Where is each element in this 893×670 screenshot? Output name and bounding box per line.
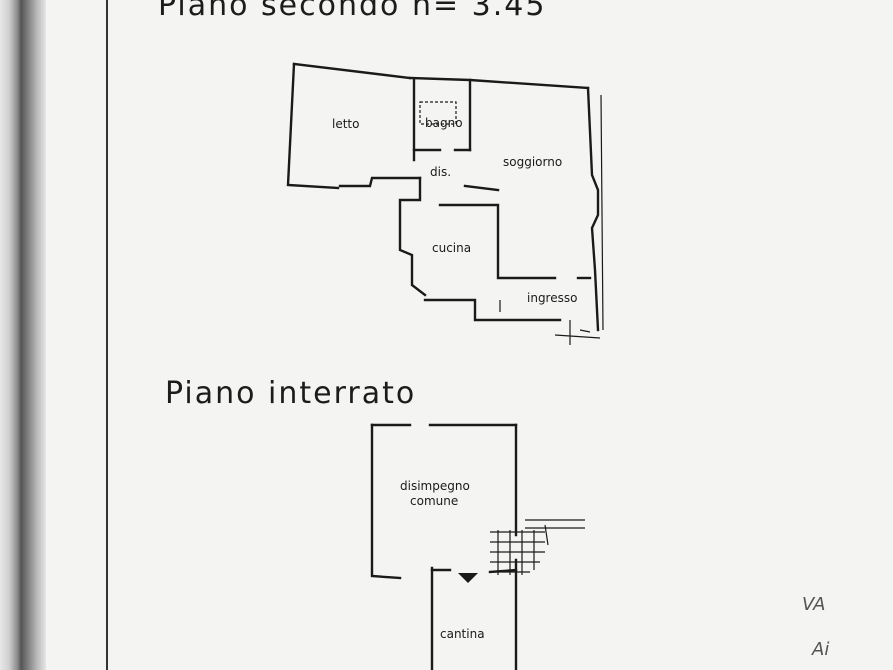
- heading-basement: Piano interrato: [165, 376, 417, 411]
- handwritten-mark-b: Ai: [811, 639, 829, 660]
- room-label-bagno: bagno: [425, 116, 463, 130]
- wall-dis-south: [463, 184, 500, 192]
- room-label-cantina: cantina: [440, 627, 485, 641]
- basement-stairs: [490, 519, 585, 575]
- room-label-soggiorno: soggiorno: [503, 155, 562, 169]
- entry-arrow-icon: [458, 573, 478, 583]
- wall-bedroom-south: [338, 176, 422, 188]
- wall-east: [586, 86, 600, 332]
- wall-cantina: [430, 558, 518, 670]
- room-label-letto: letto: [332, 117, 359, 131]
- wall-basement-west: [370, 423, 402, 580]
- wall-south: [423, 298, 562, 322]
- handwritten-mark-a: VA: [802, 594, 825, 615]
- wall-bedroom-west: [286, 62, 340, 190]
- wall-corridor-west: [398, 176, 427, 297]
- room-label-disimpegno: disimpegno: [400, 479, 470, 493]
- heading-second-floor: Piano secondo h= 3.45: [158, 0, 547, 23]
- room-label-ingresso: ingresso: [527, 291, 577, 305]
- entry-door: [499, 300, 591, 345]
- margin-line: [106, 0, 108, 670]
- room-label-cucina: cucina: [432, 241, 471, 255]
- room-label-dis: dis.: [430, 165, 451, 179]
- wall-bedroom-north: [292, 62, 412, 80]
- entry-threshold: [554, 334, 601, 339]
- wall-north: [408, 76, 590, 90]
- scan-edge-shadow: [0, 0, 46, 670]
- basement-plan: disimpegno comune cantina: [370, 423, 585, 670]
- wall-east-outer: [600, 94, 604, 331]
- wall-kitchen-east: [438, 203, 557, 280]
- bathtub: [419, 101, 457, 125]
- second-floor-plan: letto bagno dis. soggiorno cucina ingres…: [286, 62, 604, 345]
- room-label-comune: comune: [410, 494, 458, 508]
